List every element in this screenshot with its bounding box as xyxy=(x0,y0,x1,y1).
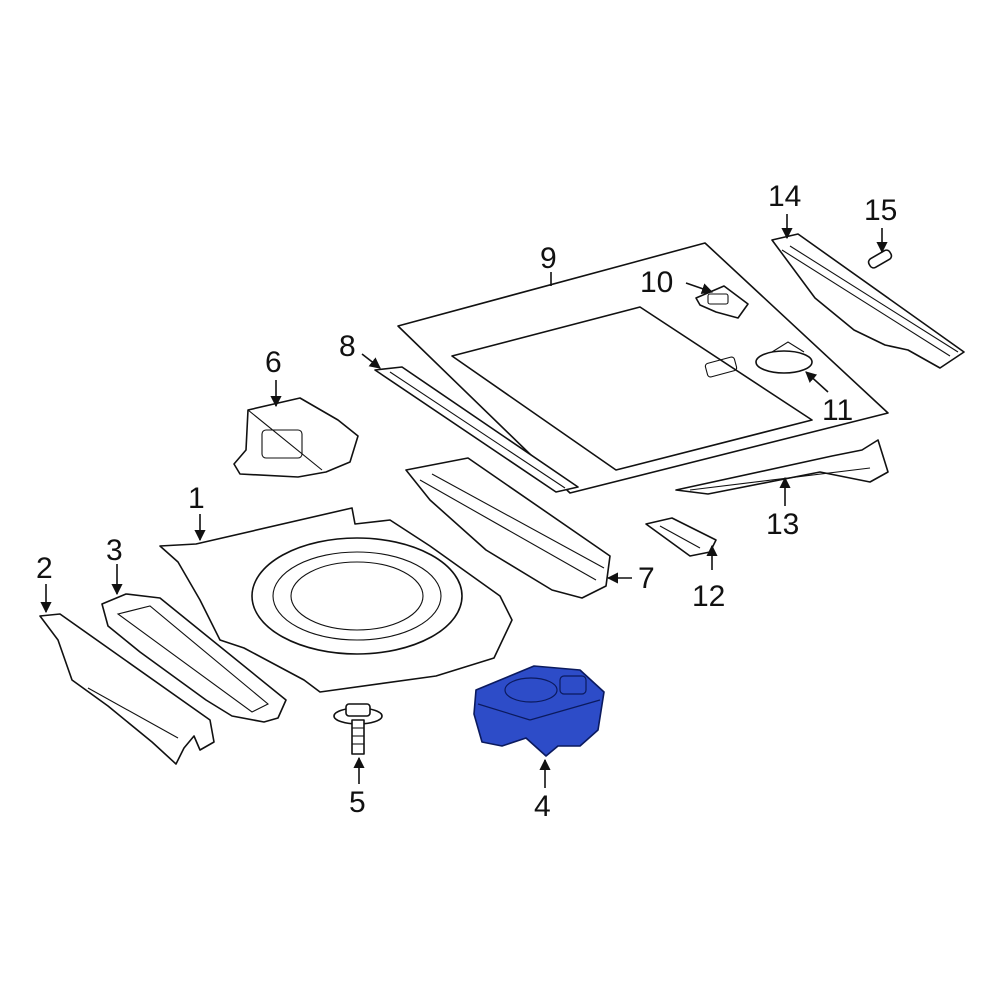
callout-7: 7 xyxy=(638,562,655,595)
callout-labels: 1 2 3 4 5 6 7 8 9 10 11 12 13 14 15 xyxy=(36,180,897,823)
part-5-bolt[interactable] xyxy=(333,703,383,755)
part-14-sill-plate[interactable] xyxy=(771,233,965,369)
callout-12: 12 xyxy=(692,580,725,613)
part-1-spare-wheel-tub[interactable] xyxy=(159,507,513,693)
callout-5: 5 xyxy=(349,786,366,819)
leader-11 xyxy=(805,371,829,393)
callout-4: 4 xyxy=(534,790,551,823)
callout-10: 10 xyxy=(640,266,673,299)
callout-15: 15 xyxy=(864,194,897,227)
callout-8: 8 xyxy=(339,330,356,363)
leader-10 xyxy=(685,282,714,294)
callout-3: 3 xyxy=(106,534,123,567)
part-10-handle[interactable] xyxy=(695,285,749,319)
callout-11: 11 xyxy=(822,394,853,427)
callout-6: 6 xyxy=(265,346,282,379)
leader-8 xyxy=(361,353,381,369)
callout-leaders xyxy=(40,214,888,788)
callout-14: 14 xyxy=(768,180,801,213)
part-2-sill-panel[interactable] xyxy=(39,613,215,765)
part-7-cross-member[interactable] xyxy=(405,457,611,599)
callout-13: 13 xyxy=(766,508,799,541)
part-9-floor-panel[interactable] xyxy=(397,242,889,494)
callout-2: 2 xyxy=(36,552,53,585)
part-12-small-bracket[interactable] xyxy=(645,517,717,557)
part-3-tray[interactable] xyxy=(101,593,287,723)
callout-9: 9 xyxy=(540,242,557,275)
callout-1: 1 xyxy=(188,482,205,515)
part-11-loop-cable[interactable] xyxy=(755,341,813,374)
part-6-side-bracket[interactable] xyxy=(233,397,359,478)
part-15-clip[interactable] xyxy=(867,249,893,270)
part-8-trim-strip[interactable] xyxy=(374,366,579,493)
part-4-foam-insert[interactable] xyxy=(473,665,605,757)
